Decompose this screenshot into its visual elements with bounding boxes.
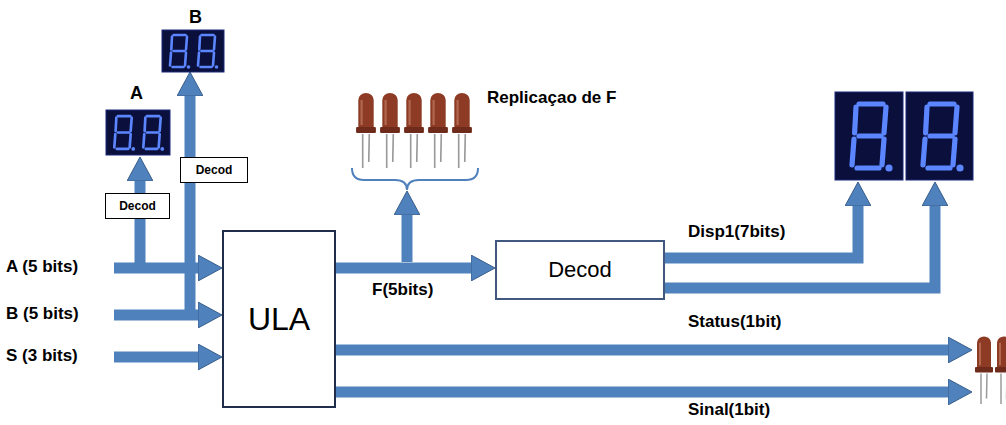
label-text: B (5 bits) xyxy=(6,304,79,323)
group-label: Replicaçao de F xyxy=(487,88,616,108)
label-text: Replicaçao de F xyxy=(487,88,616,107)
signal-name: Disp1(7bits) xyxy=(688,222,785,242)
label-text: F(5bits) xyxy=(372,280,433,299)
brace xyxy=(352,168,478,190)
signal-name: Sinal(1bit) xyxy=(688,400,770,420)
status-arrow xyxy=(336,345,948,356)
display-label: A xyxy=(130,83,143,105)
node-text: Decod xyxy=(196,163,233,177)
led-pair xyxy=(975,337,1006,405)
node-text: Decod xyxy=(119,199,156,213)
label-text: S (3 bits) xyxy=(6,346,78,365)
node-text: ULA xyxy=(248,301,310,338)
label-text: Disp1(7bits) xyxy=(688,222,785,241)
decoder-box: Decod xyxy=(105,193,170,219)
label-text: Sinal(1bit) xyxy=(688,400,770,419)
decoder-box: Decod xyxy=(180,157,248,183)
signal-name: Status(1bit) xyxy=(688,312,782,332)
led-row xyxy=(356,93,472,168)
seven-segment-display xyxy=(906,92,973,180)
label-text: A (5 bits) xyxy=(6,257,78,276)
disp-arrow-2 xyxy=(665,206,935,288)
sign-arrow xyxy=(336,387,948,398)
input-arrow-s xyxy=(114,352,198,363)
replication-arrow xyxy=(402,215,413,262)
display-label: B xyxy=(189,7,202,29)
seven-segment-display xyxy=(106,110,170,155)
seven-segment-display xyxy=(835,92,903,180)
seven-segment-display xyxy=(162,30,224,72)
signal-name: S (3 bits) xyxy=(6,346,78,366)
node-text: Decod xyxy=(548,257,612,283)
alu-box: ULA xyxy=(222,230,336,408)
label-text: A xyxy=(130,83,143,103)
signal-name: B (5 bits) xyxy=(6,304,79,324)
disp-arrow-1 xyxy=(665,206,858,258)
bus-label: F(5bits) xyxy=(372,280,433,300)
label-text: B xyxy=(189,7,202,27)
bus-arrow xyxy=(336,263,471,274)
signal-name: A (5 bits) xyxy=(6,257,78,277)
branch-arrow-b xyxy=(185,96,196,315)
label-text: Status(1bit) xyxy=(688,312,782,331)
decoder-box: Decod xyxy=(495,240,665,300)
